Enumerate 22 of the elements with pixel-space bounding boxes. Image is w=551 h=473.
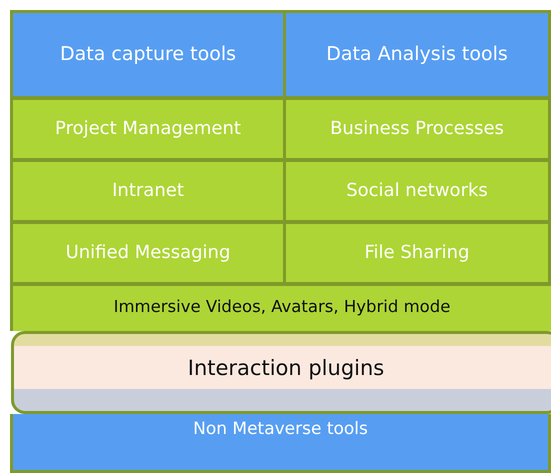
layer-label: Non Metaverse tools bbox=[193, 420, 368, 440]
layer-label: Immersive Videos, Avatars, Hybrid mode bbox=[114, 298, 450, 317]
top-cell bbox=[283, 10, 551, 99]
grid-cell bbox=[10, 221, 286, 285]
top-cell bbox=[10, 10, 286, 99]
layer-label: File Sharing bbox=[364, 242, 470, 264]
layer-label: Business Processes bbox=[330, 118, 504, 140]
layer-label: Data Analysis tools bbox=[326, 44, 508, 66]
grid-cell bbox=[283, 221, 551, 285]
layer-label: Unified Messaging bbox=[66, 242, 230, 264]
grid-cell bbox=[10, 97, 286, 161]
layer-label: Social networks bbox=[346, 180, 488, 202]
layer-label: Intranet bbox=[112, 180, 184, 202]
layer-label: Data capture tools bbox=[60, 44, 236, 66]
grid-cell bbox=[283, 159, 551, 223]
base-layer bbox=[10, 414, 551, 473]
grid-cell bbox=[283, 97, 551, 161]
plugin-layer bbox=[11, 331, 551, 414]
layer-label: Interaction plugins bbox=[188, 356, 384, 381]
layer-band bbox=[10, 283, 551, 331]
grid-cell bbox=[10, 159, 286, 223]
layer-label: Project Management bbox=[55, 118, 241, 140]
